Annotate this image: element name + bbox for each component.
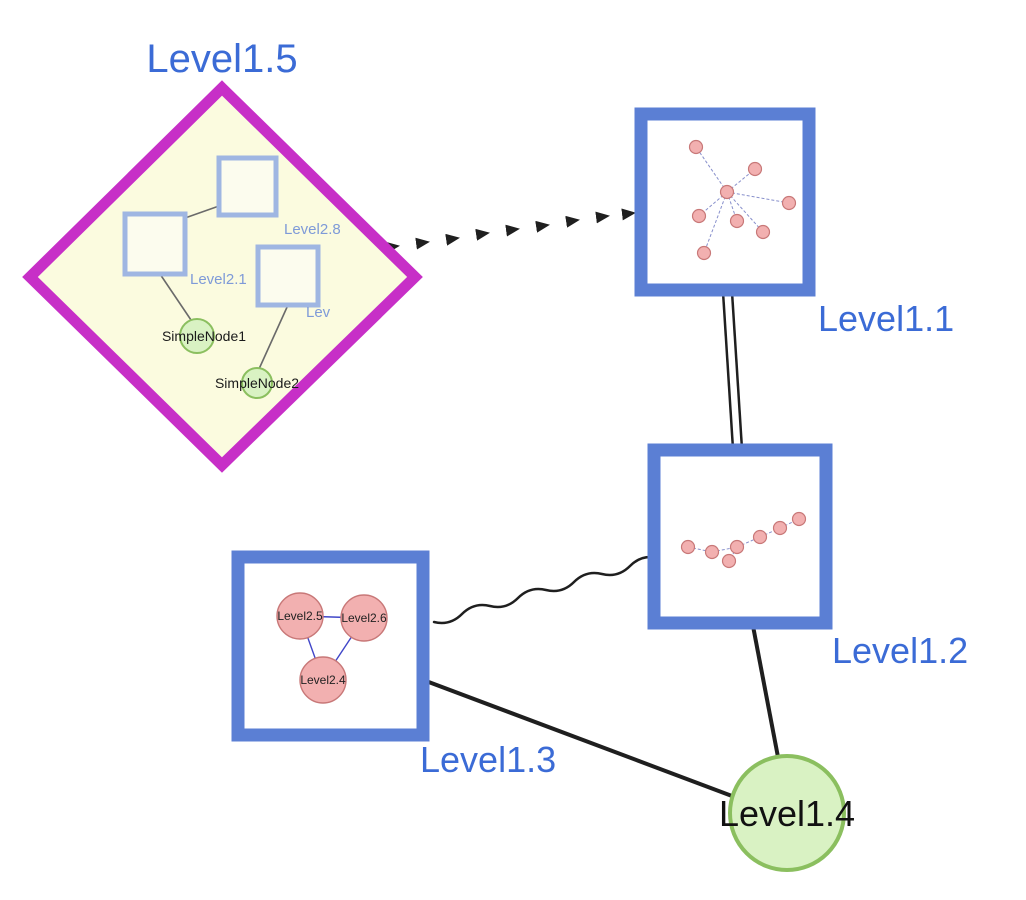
graph-node-dot[interactable] bbox=[772, 520, 788, 536]
node-simplenode1[interactable] bbox=[179, 318, 215, 354]
subgraph-edge bbox=[726, 191, 790, 204]
label-simplenode2: SimpleNode2 bbox=[215, 375, 299, 391]
double-edge-line-1[interactable] bbox=[721, 291, 735, 450]
node-level1-2-box[interactable] bbox=[647, 443, 833, 630]
label-level1-4: Level1.4 bbox=[719, 793, 855, 834]
graph-node-dot[interactable] bbox=[747, 161, 763, 177]
edge-level15-to-level11[interactable] bbox=[385, 208, 636, 254]
node-level1-5-diamond[interactable] bbox=[22, 80, 423, 473]
diamond-inner-edges bbox=[159, 205, 289, 370]
graph-node-dot[interactable] bbox=[755, 224, 771, 240]
label-level1-3: Level1.3 bbox=[420, 739, 556, 780]
label-simplenode1: SimpleNode1 bbox=[162, 328, 246, 344]
graph-node-dot[interactable] bbox=[696, 245, 712, 261]
graph-node-dot[interactable] bbox=[721, 553, 737, 569]
node-level1-1-box[interactable] bbox=[634, 107, 816, 297]
node-level2-x-square[interactable] bbox=[255, 244, 321, 308]
graph-node-dot[interactable] bbox=[729, 539, 745, 555]
graph-node-dot[interactable] bbox=[691, 208, 707, 224]
subgraph-edge bbox=[159, 273, 192, 321]
graph-node-dot[interactable] bbox=[781, 195, 797, 211]
node-level2-4[interactable] bbox=[299, 656, 347, 704]
label-level1-1: Level1.1 bbox=[818, 298, 954, 339]
subgraph-edge bbox=[258, 304, 289, 370]
graph-node-dot[interactable] bbox=[704, 544, 720, 560]
node-level2-6[interactable] bbox=[340, 594, 388, 642]
node-level2-8-square[interactable] bbox=[216, 155, 279, 218]
edge-level11-to-level12[interactable] bbox=[721, 291, 744, 450]
wavy-edge-level13-to-level12[interactable] bbox=[432, 555, 660, 625]
graph-node-dot[interactable] bbox=[729, 213, 745, 229]
label-level2-x: Lev bbox=[306, 304, 331, 321]
label-level2-5: Level2.5 bbox=[277, 609, 323, 623]
level1-2-mini-nodes bbox=[680, 511, 807, 569]
label-level1-2: Level1.2 bbox=[832, 630, 968, 671]
node-level1-4-circle[interactable] bbox=[728, 754, 846, 872]
dashed-arrow-edge[interactable] bbox=[385, 208, 636, 254]
graph-node-dot[interactable] bbox=[688, 139, 704, 155]
node-simplenode2[interactable] bbox=[241, 367, 273, 399]
edge-level13-to-level14[interactable] bbox=[425, 679, 733, 798]
node-level2-5[interactable] bbox=[276, 592, 324, 640]
label-level2-6: Level2.6 bbox=[341, 611, 387, 625]
label-level2-8: Level2.8 bbox=[284, 221, 341, 238]
subgraph-edge bbox=[184, 205, 220, 219]
subgraph-edge bbox=[759, 527, 781, 538]
label-level1-5: Level1.5 bbox=[146, 37, 297, 81]
graph-node-dot[interactable] bbox=[719, 184, 735, 200]
node-level2-1-square[interactable] bbox=[122, 211, 188, 277]
graph-node-dot[interactable] bbox=[680, 539, 696, 555]
subgraph-edge bbox=[726, 191, 764, 233]
node-level1-3-box[interactable] bbox=[231, 550, 430, 742]
subgraph-edge bbox=[695, 146, 728, 193]
level1-1-mini-nodes bbox=[688, 139, 797, 261]
label-level2-4: Level2.4 bbox=[300, 673, 346, 687]
label-level2-1: Level2.1 bbox=[190, 271, 247, 288]
graph-node-dot[interactable] bbox=[791, 511, 807, 527]
edge-level12-to-level14[interactable] bbox=[751, 625, 780, 758]
double-edge-line-2[interactable] bbox=[730, 291, 744, 450]
graph-node-dot[interactable] bbox=[752, 529, 768, 545]
subgraph-edge bbox=[703, 191, 728, 254]
